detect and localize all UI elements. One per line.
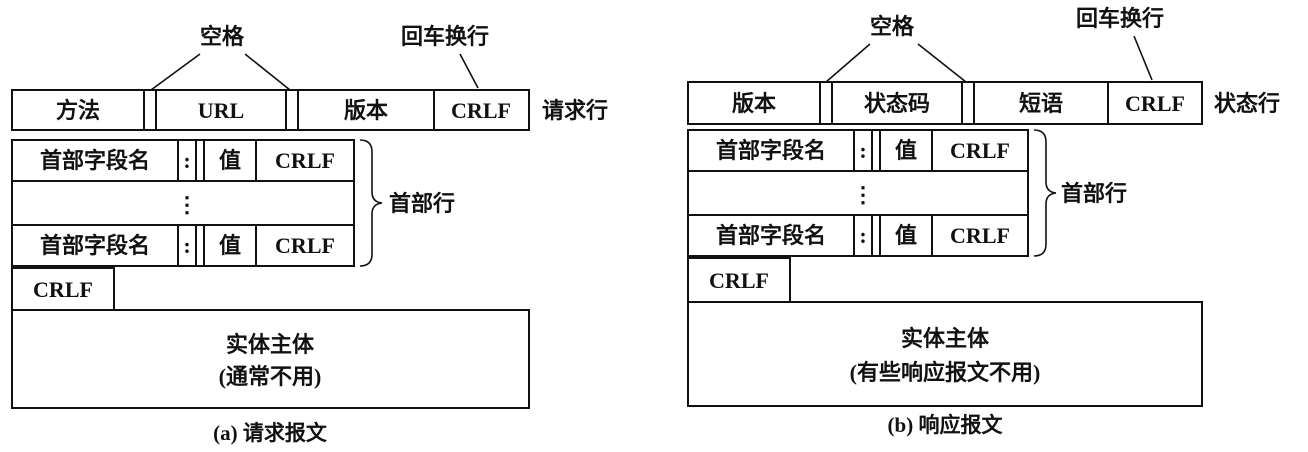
req-header-value-1: 值: [219, 148, 241, 173]
req-request-line-box: [11, 89, 530, 131]
req-header-colon-2: :: [183, 233, 190, 258]
resp-header-value-1: 值: [895, 138, 917, 163]
response-message-diagram: 空格 回车换行 版本 状态码 短语 CRLF 状态行 首部字段名 : 值 CRL…: [687, 6, 1280, 437]
req-version-field: 版本: [344, 98, 388, 123]
resp-header-lines-brace: [1033, 129, 1057, 257]
request-message-diagram: 空格 回车换行 方法 URL 版本 CRLF 请求行 首部字段名 : 值 CRL…: [11, 24, 608, 445]
resp-header-crlf-1: CRLF: [950, 138, 1010, 163]
req-space-pointer-right: [244, 53, 291, 91]
req-header-lines-box: [11, 139, 355, 267]
req-header-crlf-2: CRLF: [275, 233, 335, 258]
req-entity-body-note: (通常不用): [219, 364, 322, 389]
resp-version-field: 版本: [732, 91, 776, 116]
req-header-crlf-1: CRLF: [275, 148, 335, 173]
req-request-line-label: 请求行: [542, 98, 608, 123]
req-crlf-field: CRLF: [451, 98, 511, 123]
resp-header-colon-1: :: [859, 138, 866, 163]
req-header-field-name-1: 首部字段名: [40, 148, 150, 173]
req-blank-line-crlf: CRLF: [33, 277, 93, 302]
resp-status-code-field: 状态码: [864, 91, 930, 116]
req-crlf-label: 回车换行: [401, 24, 489, 49]
resp-blank-line-crlf: CRLF: [709, 268, 769, 293]
resp-space-pointer-right: [917, 43, 967, 83]
resp-phrase-field: 短语: [1019, 91, 1063, 116]
resp-entity-body-title: 实体主体: [901, 326, 990, 351]
req-space-label: 空格: [200, 24, 245, 49]
resp-header-lines-box: [687, 129, 1029, 257]
resp-status-line-box: [687, 81, 1203, 125]
req-header-colon-1: :: [183, 148, 190, 173]
req-header-lines-label: 首部行: [389, 191, 455, 216]
resp-header-crlf-2: CRLF: [950, 223, 1010, 248]
req-entity-body-box: [11, 309, 530, 409]
req-url-field: URL: [198, 98, 244, 123]
resp-header-colon-2: :: [859, 223, 866, 248]
resp-space-pointer-left: [825, 43, 871, 83]
resp-header-field-name-1: 首部字段名: [716, 138, 826, 163]
resp-crlf-label: 回车换行: [1076, 6, 1164, 31]
resp-crlf-field: CRLF: [1125, 91, 1185, 116]
resp-header-value-2: 值: [895, 223, 917, 248]
req-header-lines-brace: [359, 139, 383, 267]
resp-space-label: 空格: [870, 14, 915, 39]
resp-header-field-name-2: 首部字段名: [716, 223, 826, 248]
resp-status-line-label: 状态行: [1214, 91, 1280, 116]
req-header-value-2: 值: [219, 233, 241, 258]
resp-header-lines-label: 首部行: [1061, 181, 1127, 206]
resp-entity-body-note: (有些响应报文不用): [850, 360, 1041, 385]
req-caption: (a) 请求报文: [213, 421, 328, 445]
req-crlf-pointer: [459, 53, 479, 89]
req-entity-body-title: 实体主体: [226, 332, 315, 357]
resp-crlf-pointer: [1133, 35, 1153, 81]
resp-caption: (b) 响应报文: [888, 413, 1004, 437]
req-header-ellipsis: ⋮: [176, 192, 198, 217]
req-header-field-name-2: 首部字段名: [40, 233, 150, 258]
req-space-pointer-left: [150, 53, 201, 91]
req-method-field: 方法: [56, 98, 100, 123]
resp-header-ellipsis: ⋮: [852, 182, 874, 207]
resp-entity-body-box: [687, 301, 1203, 407]
